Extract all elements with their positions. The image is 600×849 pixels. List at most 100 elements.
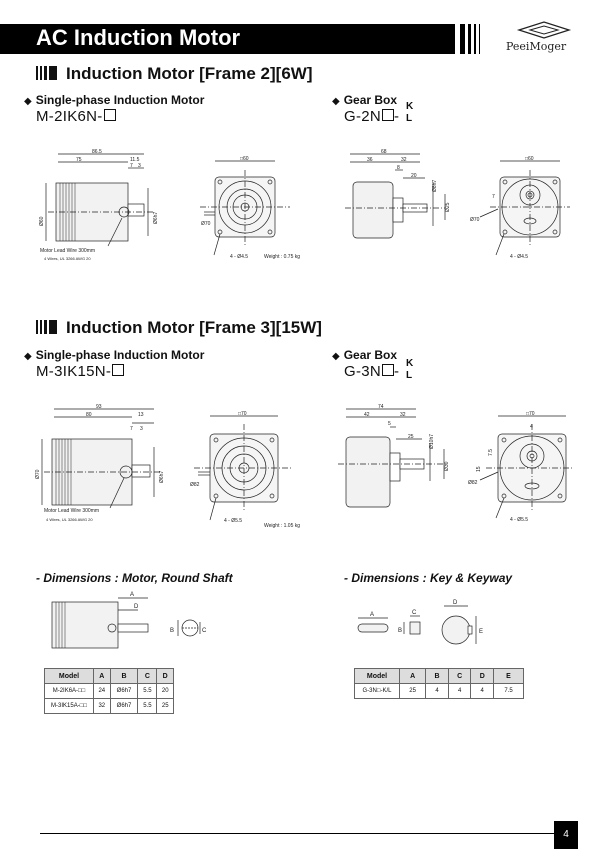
gear-dim-d: 25 bbox=[408, 434, 414, 440]
round-shaft-drawing: A D B C bbox=[51, 592, 207, 649]
table-header: D bbox=[470, 668, 495, 684]
gearbox-front-drawing: □70 4 Ø82 7.5 15 4 - Ø5.5 bbox=[468, 411, 574, 523]
dim-square: □70 bbox=[238, 411, 247, 417]
lead-wire-label: Motor Lead Wire 300mm bbox=[44, 508, 99, 514]
table-cell: 25 bbox=[398, 683, 427, 699]
motor-type-label: ◆Single-phase Induction Motor bbox=[24, 93, 205, 107]
placeholder-box-icon bbox=[112, 364, 125, 376]
motor-type-label: ◆Single-phase Induction Motor bbox=[24, 348, 205, 362]
dim-d2: 7 bbox=[130, 163, 133, 169]
table-cell: 25 bbox=[156, 698, 174, 714]
dim-dia-body: Ø60 bbox=[39, 216, 45, 226]
table-cell: 24 bbox=[93, 683, 111, 699]
gear-dim-g: 7.5 bbox=[488, 449, 494, 456]
table-cell: M-2IK6A-□□ bbox=[44, 683, 94, 699]
page-title: AC Induction Motor bbox=[36, 25, 241, 50]
dim-body: 75 bbox=[76, 157, 82, 163]
gear-dim-b: 32 bbox=[401, 157, 407, 163]
gear-dim-c: 8 bbox=[397, 165, 400, 171]
gearbox-model: G-2N- bbox=[344, 108, 400, 125]
dim-pcd: Ø70 bbox=[201, 221, 211, 227]
gearbox-label: ◆Gear Box bbox=[332, 93, 398, 107]
wire-spec-label: 4 Wires, UL 3266 AWG 20 bbox=[46, 517, 93, 522]
table-cell: Ø6h7 bbox=[109, 683, 139, 699]
gear-dim-i: 4 bbox=[530, 424, 533, 430]
gear-dim-f: Ø82 bbox=[468, 480, 478, 486]
dim-dia-body: Ø70 bbox=[35, 469, 41, 479]
gear-dim-b: 32 bbox=[400, 412, 406, 418]
table-header: Model bbox=[44, 668, 94, 684]
gear-dim-bolt: 4 - Ø4.5 bbox=[510, 254, 528, 260]
dim-bolt: 4 - Ø5.5 bbox=[224, 518, 242, 524]
header-stripe bbox=[468, 24, 471, 54]
weight-label: Weight : 0.75 kg bbox=[264, 254, 300, 260]
label-d: D bbox=[453, 600, 458, 606]
label-e: E bbox=[479, 629, 483, 635]
label-d: D bbox=[134, 604, 139, 610]
table-cell: 4 bbox=[470, 683, 495, 699]
table-header: D bbox=[156, 668, 174, 684]
dim-key-title: - Dimensions : Key & Keyway bbox=[344, 571, 513, 585]
table-header: C bbox=[447, 668, 472, 684]
dim-square: □60 bbox=[240, 156, 249, 162]
table-cell: 7.5 bbox=[493, 683, 524, 699]
header-bar: AC Induction Motor bbox=[0, 24, 455, 54]
gear-dim-f: Ø70 bbox=[470, 217, 480, 223]
gear-dim-c: 5 bbox=[388, 421, 391, 427]
header-stripe bbox=[474, 24, 476, 54]
gear-dim-a: 36 bbox=[367, 157, 373, 163]
dim-pcd: Ø82 bbox=[190, 482, 200, 488]
motor-side-drawing: 86.5 75 11.5 7 3 Ø60 Ø6h7 Motor Lead Wir… bbox=[39, 149, 159, 261]
dim-d3: 3 bbox=[140, 426, 143, 432]
dim-total: 93 bbox=[96, 404, 102, 410]
label-c: C bbox=[202, 628, 207, 634]
gearbox-label: ◆Gear Box bbox=[332, 348, 398, 362]
dim-body: 80 bbox=[86, 412, 92, 418]
motor-front-drawing: □70 Ø82 4 - Ø5.5 Weight : 1.05 kg bbox=[190, 411, 300, 529]
section-title: Induction Motor [Frame 2][6W] bbox=[36, 64, 312, 84]
gear-dim-bolt: 4 - Ø5.5 bbox=[510, 517, 528, 523]
motor-model: M-2IK6N- bbox=[36, 108, 116, 125]
gearbox-model: G-3N- bbox=[344, 363, 400, 380]
gear-dim-e: Ø25 bbox=[445, 202, 451, 212]
table-header: B bbox=[425, 668, 449, 684]
gear-dim-shaft: Ø8h7 bbox=[432, 180, 438, 192]
header-stripe bbox=[460, 24, 465, 54]
dim-d3: 3 bbox=[138, 163, 141, 169]
label-b: B bbox=[398, 628, 402, 634]
lead-wire-label: Motor Lead Wire 300mm bbox=[40, 248, 95, 254]
label-c: C bbox=[412, 610, 417, 616]
page-number: 4 bbox=[554, 821, 578, 849]
table-cell: M-3IK15A-□□ bbox=[44, 698, 94, 714]
gear-dim-total: 74 bbox=[378, 404, 384, 410]
gearbox-side-drawing: 68 36 32 8 20 Ø8h7 Ø25 bbox=[345, 149, 451, 239]
gear-dim-g: 7 bbox=[492, 194, 495, 200]
table-cell: 32 bbox=[93, 698, 111, 714]
table-header: E bbox=[493, 668, 524, 684]
dim-total: 86.5 bbox=[92, 149, 102, 155]
table-cell: 5.5 bbox=[137, 683, 158, 699]
dim-bolt: 4 - Ø4.5 bbox=[230, 254, 248, 260]
table-cell: Ø6h7 bbox=[109, 698, 139, 714]
placeholder-box-icon bbox=[382, 109, 395, 121]
placeholder-box-icon bbox=[103, 109, 116, 121]
brand-logo: PeeiMoger bbox=[506, 21, 576, 54]
header-stripe bbox=[479, 24, 480, 54]
gear-dim-square: □70 bbox=[526, 411, 535, 417]
table-header-row: Model A B C D E bbox=[354, 668, 524, 684]
dim-d1: 11.5 bbox=[130, 157, 140, 163]
gear-dim-e: Ø30 bbox=[444, 461, 450, 471]
bullet-diamond-icon: ◆ bbox=[24, 96, 32, 107]
label-a: A bbox=[130, 592, 134, 598]
dim-round-title: - Dimensions : Motor, Round Shaft bbox=[36, 571, 233, 585]
table-cell: 4 bbox=[425, 683, 449, 699]
table-header-row: Model A B C D bbox=[44, 668, 174, 684]
section-title: Induction Motor [Frame 3][15W] bbox=[36, 318, 322, 338]
footer-rule bbox=[40, 833, 554, 834]
gear-dim-total: 68 bbox=[381, 149, 387, 155]
